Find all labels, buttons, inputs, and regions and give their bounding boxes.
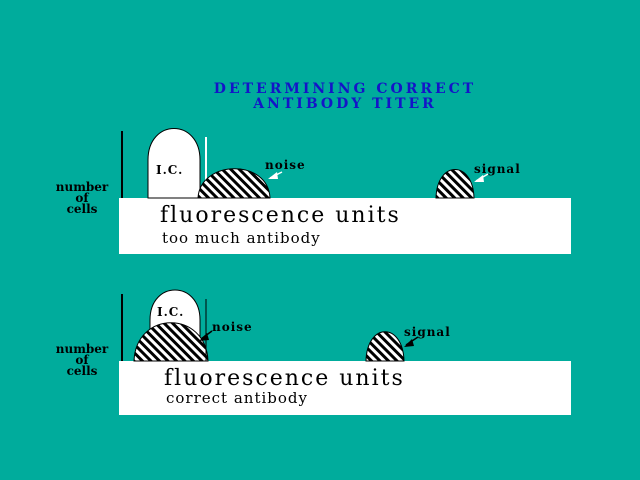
panel-1: [119, 128, 571, 254]
ic-label: I.C.: [156, 163, 184, 177]
condition-label: correct antibody: [166, 389, 308, 407]
ic-peak: [147, 128, 201, 199]
signal-arrow: [474, 173, 489, 182]
y-label-line-1: number: [55, 180, 109, 194]
signal-arrow: [404, 336, 419, 347]
condition-label: too much antibody: [162, 229, 321, 247]
noise-label: noise: [212, 320, 253, 334]
y-label-line-2: of: [75, 191, 89, 205]
signal-peak: [365, 331, 405, 362]
panel-2: [119, 289, 571, 415]
signal-peak: [435, 169, 475, 199]
noise-label: noise: [265, 158, 306, 172]
y-label-line-3: cells: [66, 202, 98, 216]
signal-label: signal: [474, 162, 521, 176]
axis-box: [119, 198, 571, 254]
noise-arrow: [268, 171, 283, 179]
y-axis-label: number of cells: [37, 342, 127, 378]
title-line-2: ANTIBODY TITER: [253, 96, 437, 112]
axis-box: [119, 361, 571, 415]
y-label-line-3: cells: [66, 364, 98, 378]
signal-label: signal: [404, 325, 451, 339]
ic-label: I.C.: [157, 305, 185, 319]
title-line-1: DETERMINING CORRECT: [213, 81, 477, 97]
noise-peak: [133, 322, 209, 362]
y-label-line-1: number: [55, 342, 109, 356]
x-axis-title: fluorescence units: [164, 366, 405, 391]
x-axis-title: fluorescence units: [160, 203, 401, 228]
y-label-line-2: of: [75, 353, 89, 367]
noise-arrow: [199, 330, 213, 341]
noise-peak: [197, 168, 271, 199]
y-axis-label: number of cells: [37, 180, 127, 216]
